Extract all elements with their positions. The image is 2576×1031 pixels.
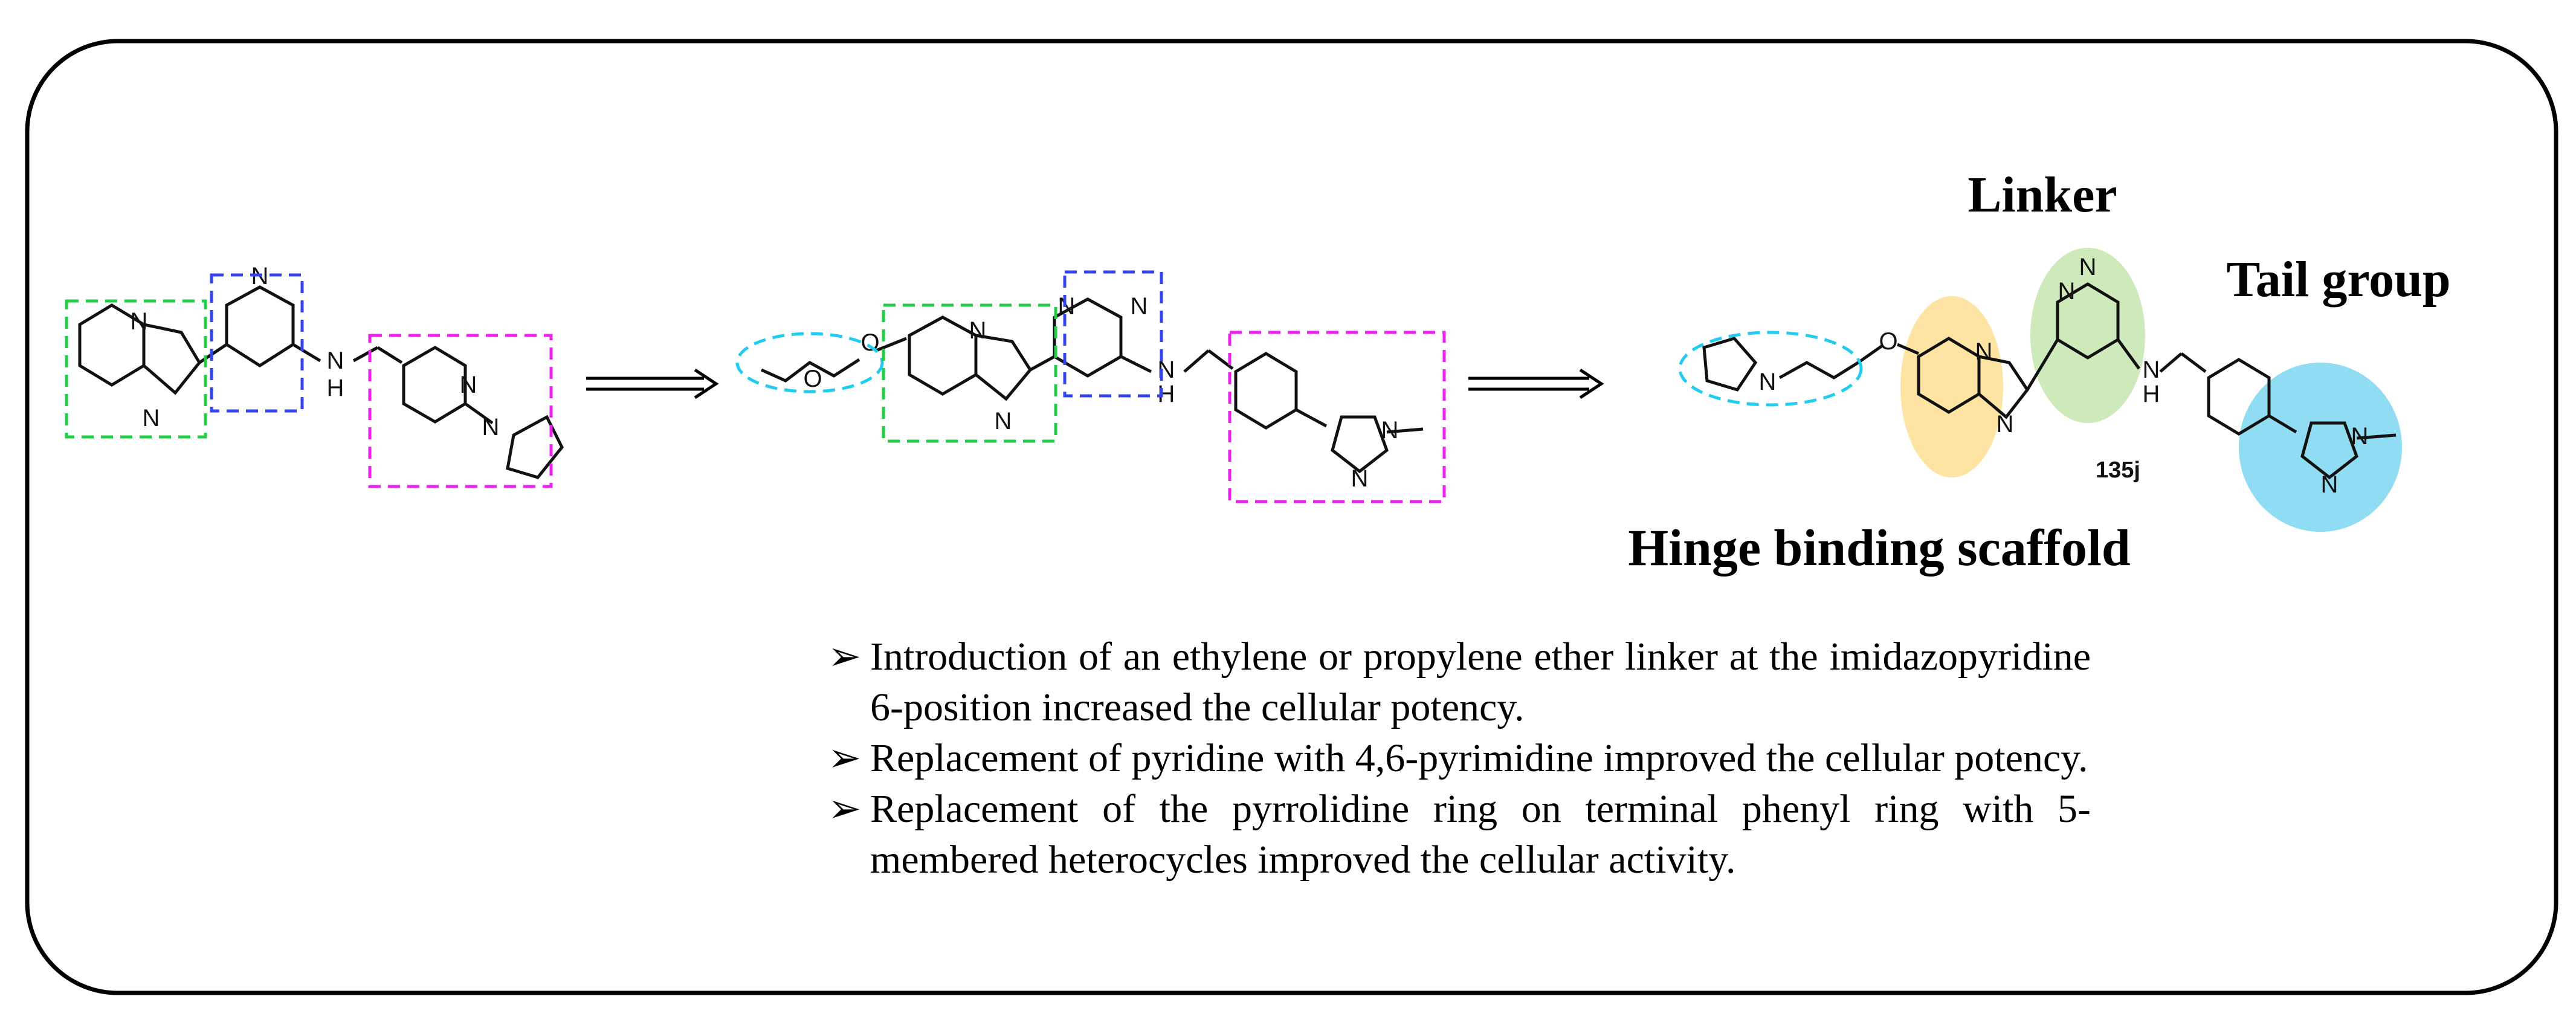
atom-label: N: [1759, 369, 1777, 395]
arrow-1: [586, 368, 719, 399]
bullet-item: ➢ Replacement of pyridine with 4,6-pyrim…: [828, 733, 2091, 784]
bullet-item: ➢ Introduction of an ethylene or propyle…: [828, 632, 2091, 733]
atom-label: N: [1058, 293, 1076, 320]
outer-frame: [25, 39, 2558, 995]
atom-label: N: [131, 308, 148, 335]
structure-1-atoms: N N N N H N N: [131, 263, 500, 441]
label-hinge-binding-scaffold: Hinge binding scaffold: [1628, 519, 2131, 577]
atom-label: N: [2321, 471, 2339, 498]
atom-label: H: [2143, 381, 2160, 407]
dashed-box-blue-2: [1063, 270, 1163, 398]
dashed-box-green-2: [882, 303, 1057, 443]
atom-label: N: [327, 347, 344, 374]
dashed-box-blue-1: [210, 273, 304, 413]
atom-label: N: [2143, 357, 2160, 383]
label-tail-group: Tail group: [2226, 251, 2450, 308]
structure-1: [78, 285, 564, 479]
bullet-text: Introduction of an ethylene or propylene…: [870, 635, 2091, 729]
atom-label: N: [460, 372, 477, 398]
arrow-bullet-icon: ➢: [828, 736, 862, 780]
bullet-text: Replacement of the pyrrolidine ring on t…: [870, 787, 2091, 882]
atom-label: N: [143, 405, 160, 431]
atom-label: N: [1351, 465, 1369, 492]
dashed-box-magenta-1: [368, 334, 553, 488]
dashed-box-magenta-2: [1228, 331, 1446, 503]
atom-label: N: [482, 414, 500, 441]
label-linker: Linker: [1968, 167, 2117, 223]
arrow-bullet-icon: ➢: [828, 635, 862, 679]
arrow-bullet-icon: ➢: [828, 787, 862, 831]
highlight-linker: [2030, 248, 2145, 423]
atom-label: N: [2079, 254, 2097, 280]
atom-label: N: [2058, 278, 2076, 305]
dashed-ellipse-cyan-2: [735, 332, 884, 393]
atom-label: O: [1879, 328, 1897, 355]
structure-2-atoms: O O N N N N N H N N: [803, 293, 1398, 492]
dashed-box-green-1: [65, 299, 207, 439]
bullet-list: ➢ Introduction of an ethylene or propyle…: [828, 632, 2091, 885]
atom-label: N: [1131, 293, 1148, 320]
structure-2: [760, 297, 1424, 474]
bullet-text: Replacement of pyridine with 4,6-pyrimid…: [870, 736, 2088, 780]
arrow-2: [1468, 368, 1604, 399]
atom-label: H: [327, 375, 344, 401]
atom-label: N: [2351, 423, 2369, 450]
atom-label: N: [1381, 417, 1399, 444]
structure-3-atoms: N O N N N N N H N N: [1759, 254, 2369, 498]
atom-label: O: [803, 366, 822, 392]
bullet-item: ➢ Replacement of the pyrrolidine ring on…: [828, 784, 2091, 885]
atom-label: N: [1997, 411, 2014, 438]
compound-id: 135j: [2096, 457, 2140, 483]
structure-3: [1702, 282, 2397, 480]
dashed-ellipse-cyan-3: [1678, 331, 1863, 407]
highlight-hinge-scaffold: [1900, 296, 2003, 477]
highlight-tail-group: [2239, 363, 2402, 532]
atom-label: N: [1975, 338, 1993, 365]
atom-label: N: [969, 317, 987, 344]
atom-label: N: [995, 408, 1012, 435]
